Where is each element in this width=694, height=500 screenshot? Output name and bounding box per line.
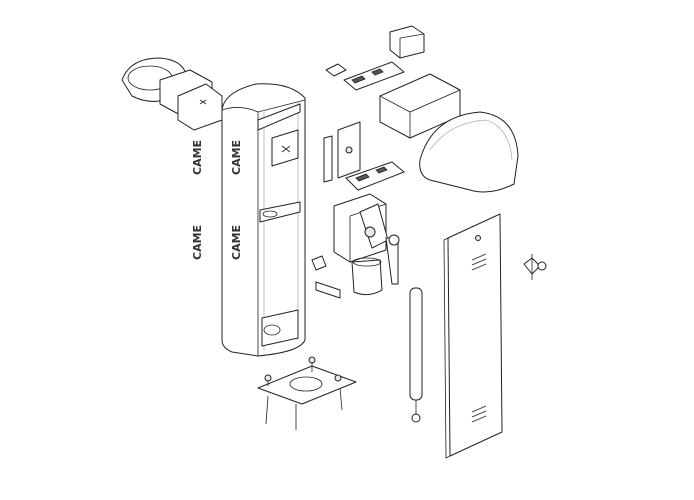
gearmotor: [311, 135, 400, 299]
column-logo-upper: CAME: [230, 140, 243, 175]
sticker-logo-upper: CAME: [191, 140, 204, 175]
sticker-logo-lower: CAME: [191, 225, 204, 260]
cabinet-column: CAME CAME: [221, 83, 306, 357]
lock: [523, 254, 547, 280]
control-board: [325, 61, 405, 191]
column-logo-lower: CAME: [230, 225, 243, 260]
transformer: [389, 25, 425, 59]
door-panel: [443, 213, 503, 459]
bar-holder: [121, 57, 223, 131]
anchor-plate: [257, 356, 357, 430]
control-box: [337, 73, 461, 179]
spring: [409, 287, 423, 423]
cover: [419, 111, 519, 193]
